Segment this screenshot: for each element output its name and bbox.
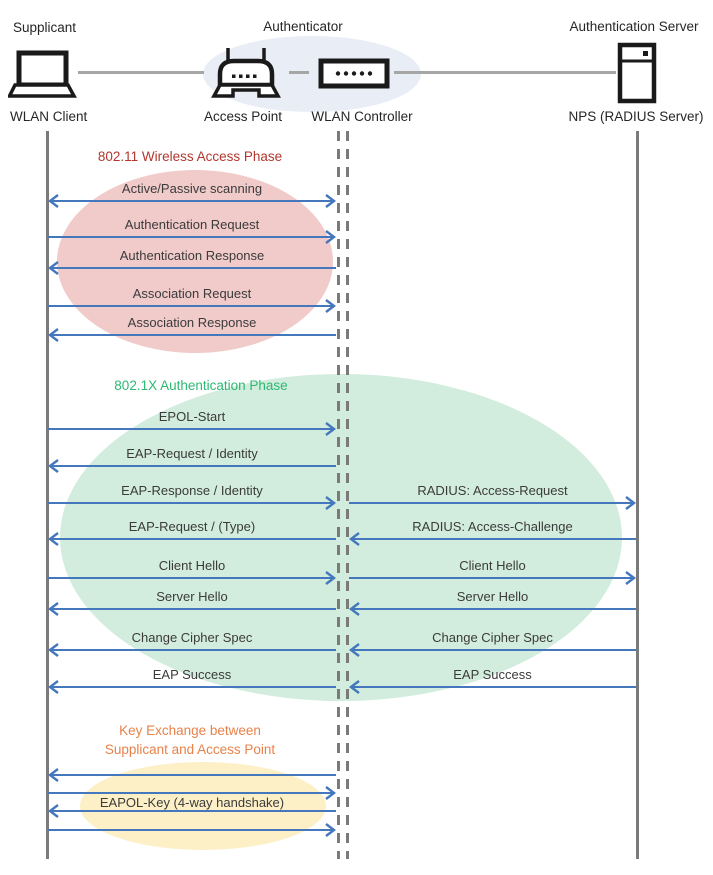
message-arrow	[349, 495, 636, 511]
message-arrow	[48, 421, 336, 437]
message-label: Client Hello	[459, 558, 526, 573]
connector-controller-server	[394, 71, 616, 74]
message-label: EAP-Response / Identity	[121, 483, 263, 498]
device-label-wlan-controller: WLAN Controller	[311, 109, 413, 124]
lifeline-wlan-controller-dashed-1	[337, 131, 340, 859]
message-arrow	[48, 260, 336, 276]
message-arrow	[349, 531, 636, 547]
message-label: Change Cipher Spec	[432, 630, 553, 645]
message-arrow	[349, 642, 636, 658]
phase-1-title: 802.11 Wireless Access Phase	[97, 149, 283, 164]
message-label: EAPOL-Key (4-way handshake)	[99, 795, 285, 810]
message-label: Client Hello	[158, 558, 226, 573]
phase-3-title-line-1: Key Exchange between	[119, 723, 261, 738]
message-label: Server Hello	[156, 589, 228, 604]
message-arrow	[48, 229, 336, 245]
message-arrow	[48, 679, 336, 695]
connector-client-ap	[78, 71, 204, 74]
access-point-icon	[211, 48, 281, 98]
message-label: EPOL-Start	[158, 409, 226, 424]
laptop-icon	[8, 50, 77, 98]
message-label: EAP-Request / Identity	[126, 446, 258, 461]
message-arrow	[48, 193, 336, 209]
message-arrow	[48, 531, 336, 547]
message-label: RADIUS: Access-Challenge	[412, 519, 573, 534]
message-arrow	[48, 803, 336, 819]
message-label: Server Hello	[456, 589, 529, 604]
message-arrow	[48, 822, 336, 838]
message-arrow	[48, 642, 336, 658]
message-arrow	[48, 298, 336, 314]
message-arrow	[48, 495, 336, 511]
message-arrow	[48, 458, 336, 474]
message-label: Active/Passive scanning	[121, 181, 263, 196]
message-arrow	[349, 601, 636, 617]
message-label: Authentication Response	[119, 248, 265, 263]
role-label-supplicant: Supplicant	[13, 20, 77, 35]
phase-3-ellipse	[80, 762, 326, 850]
message-label: RADIUS: Access-Request	[417, 483, 568, 498]
phase-2-title: 802.1X Authentication Phase	[114, 378, 288, 393]
server-icon	[617, 42, 657, 104]
phase-3-title-line-2: Supplicant and Access Point	[104, 742, 276, 757]
message-arrow	[48, 327, 336, 343]
message-label: EAP Success	[152, 667, 232, 682]
lifeline-nps-server	[636, 131, 639, 859]
device-label-access-point: Access Point	[203, 109, 283, 124]
message-label: Association Request	[132, 286, 252, 301]
message-label: EAP Success	[453, 667, 532, 682]
lifeline-wlan-controller-dashed-2	[346, 131, 349, 859]
message-arrow	[48, 785, 336, 801]
lifeline-wlan-client	[46, 131, 49, 859]
message-arrow	[48, 601, 336, 617]
role-label-authentication-server: Authentication Server	[569, 19, 699, 34]
device-label-nps-radius-server: NPS (RADIUS Server)	[568, 109, 704, 124]
device-label-wlan-client: WLAN Client	[10, 109, 88, 124]
message-label: Authentication Request	[124, 217, 260, 232]
message-label: Association Response	[127, 315, 257, 330]
message-arrow	[349, 679, 636, 695]
wlan-controller-icon	[318, 58, 390, 89]
phase-3-title: Key Exchange between Supplicant and Acce…	[54, 721, 326, 759]
message-label: Change Cipher Spec	[131, 630, 253, 645]
message-arrow	[48, 570, 336, 586]
message-arrow	[48, 767, 336, 783]
message-label: EAP-Request / (Type)	[128, 519, 256, 534]
role-label-authenticator: Authenticator	[263, 19, 343, 34]
connector-ap-controller	[289, 71, 309, 74]
message-arrow	[349, 570, 636, 586]
